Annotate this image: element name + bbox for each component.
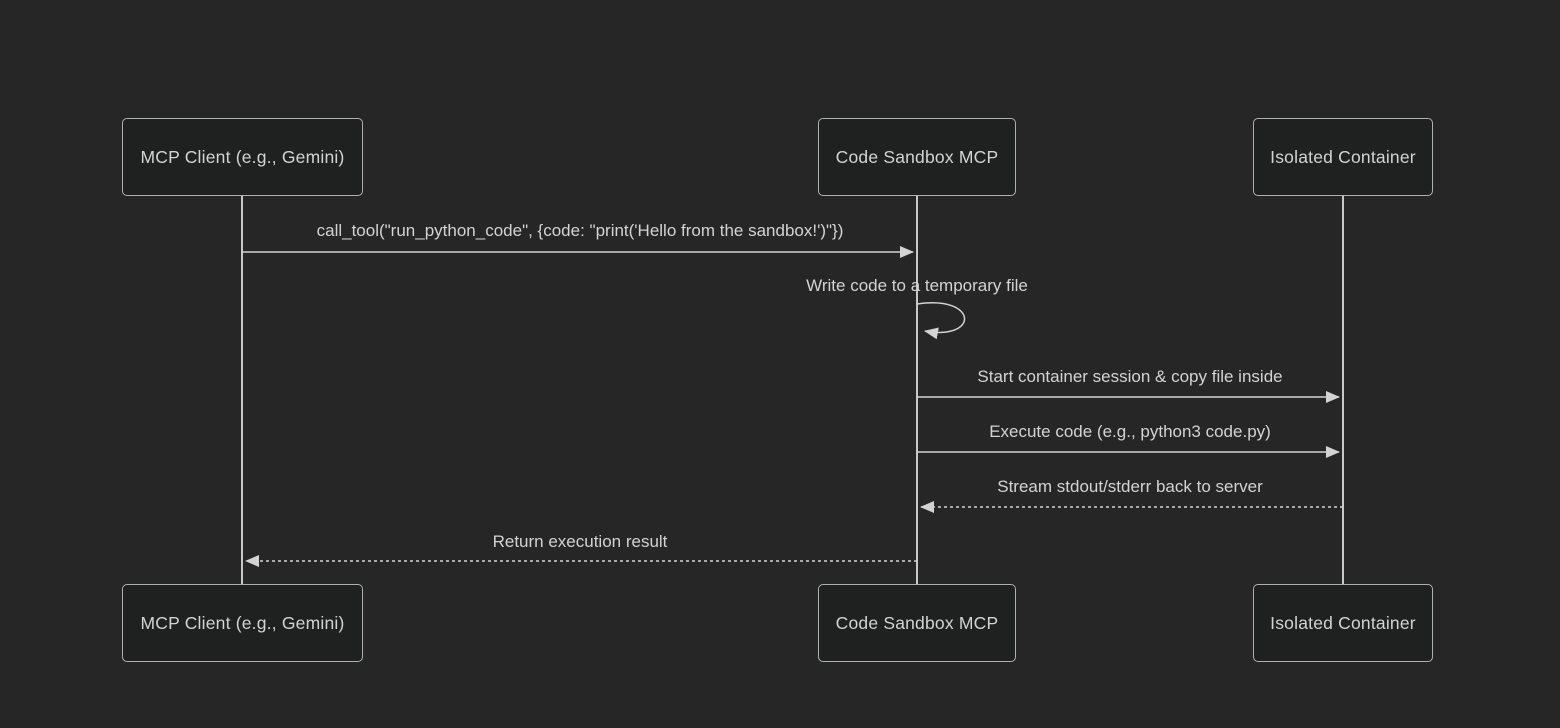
message-label-return-result: Return execution result <box>492 532 668 551</box>
actor-label: Isolated Container <box>1270 612 1416 633</box>
message-label-stream-output: Stream stdout/stderr back to server <box>997 477 1263 496</box>
actor-bottom-code-sandbox-mcp: Code Sandbox MCP <box>818 584 1016 662</box>
actor-label: Code Sandbox MCP <box>835 612 999 633</box>
message-arrow-self-loop <box>916 302 966 340</box>
message-label-call-tool: call_tool("run_python_code", {code: "pri… <box>316 221 844 240</box>
actor-label: Isolated Container <box>1270 146 1416 167</box>
message-label-execute-code: Execute code (e.g., python3 code.py) <box>989 422 1271 441</box>
message-label-write-temp-file: Write code to a temporary file <box>806 276 1028 295</box>
actor-label: MCP Client (e.g., Gemini) <box>140 612 345 633</box>
actor-top-code-sandbox-mcp: Code Sandbox MCP <box>818 118 1016 196</box>
actor-top-mcp-client: MCP Client (e.g., Gemini) <box>122 118 363 196</box>
actor-bottom-isolated-container: Isolated Container <box>1253 584 1433 662</box>
actor-top-isolated-container: Isolated Container <box>1253 118 1433 196</box>
actor-label: MCP Client (e.g., Gemini) <box>140 146 345 167</box>
actor-label: Code Sandbox MCP <box>835 146 999 167</box>
actor-bottom-mcp-client: MCP Client (e.g., Gemini) <box>122 584 363 662</box>
message-label-start-container: Start container session & copy file insi… <box>977 367 1283 386</box>
